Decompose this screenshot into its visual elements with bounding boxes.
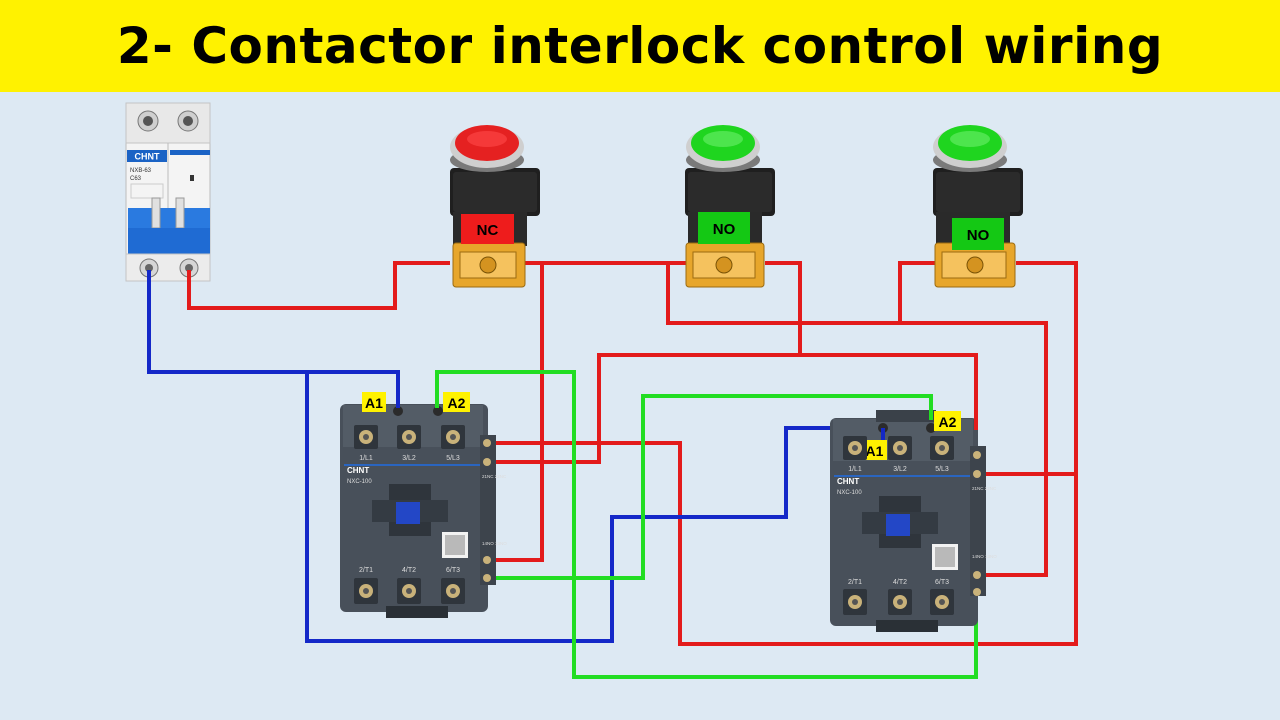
k1-a2-label: A2 bbox=[448, 395, 466, 411]
k1-term-l3: 5/L3 bbox=[446, 455, 460, 462]
k2-model: NXC-100 bbox=[837, 490, 862, 496]
title-banner: 2- Contactor interlock control wiring bbox=[0, 0, 1280, 92]
k2-brand: CHNT bbox=[837, 477, 859, 486]
k1-a1-label: A1 bbox=[365, 395, 383, 411]
nc-label-badge bbox=[461, 214, 514, 244]
wire-k1-aux-nc-out bbox=[487, 441, 1078, 646]
no-label-1: NO bbox=[713, 221, 736, 238]
no-label-badge-2 bbox=[952, 218, 1004, 250]
k2-term-l3: 5/L3 bbox=[935, 466, 949, 473]
k1-term-t2: 4/T2 bbox=[402, 567, 416, 574]
k2-indicator bbox=[886, 514, 910, 536]
k2-aux-no: 14NO 13NO bbox=[972, 554, 997, 559]
wire-breaker-to-k1-a1 bbox=[147, 270, 400, 408]
push-button-no-2[interactable]: NO bbox=[933, 125, 1023, 288]
wire-overlays bbox=[396, 355, 978, 440]
page-title: 2- Contactor interlock control wiring bbox=[116, 17, 1164, 75]
wires bbox=[147, 261, 1078, 679]
breaker-rating: C63 bbox=[130, 176, 142, 182]
k2-term-l1: 1/L1 bbox=[848, 466, 862, 473]
k1-a1-badge bbox=[362, 392, 386, 412]
wire-nc-to-no2 bbox=[666, 261, 935, 325]
k2-term-t2: 4/T2 bbox=[893, 579, 907, 586]
k1-term-t1: 2/T1 bbox=[359, 567, 373, 574]
k2-aux-nc: 21NC 22NC bbox=[972, 486, 997, 491]
k2-term-t1: 2/T1 bbox=[848, 579, 862, 586]
wire-no2-to-k2-aux-nc bbox=[985, 261, 1078, 476]
breaker-brand: CHNT bbox=[135, 152, 160, 162]
k2-a2-label: A2 bbox=[939, 414, 957, 430]
breaker-handle-right[interactable] bbox=[175, 197, 185, 229]
wire-nc-to-k1-aux-no bbox=[487, 261, 544, 562]
red-wires bbox=[187, 261, 1078, 646]
k2-term-l2: 3/L2 bbox=[893, 466, 907, 473]
wire-breaker-to-nc bbox=[187, 261, 450, 310]
wire-k2-aux-no bbox=[900, 321, 1048, 577]
no-label-badge-1 bbox=[698, 212, 750, 244]
breaker-handle-left[interactable] bbox=[151, 197, 161, 229]
blue-wires bbox=[147, 270, 885, 643]
no-label-2: NO bbox=[967, 227, 990, 244]
k1-term-l2: 3/L2 bbox=[402, 455, 416, 462]
k2-a1-badge bbox=[862, 440, 887, 460]
k1-term-l1: 1/L1 bbox=[359, 455, 373, 462]
push-button-no-1[interactable]: NO bbox=[685, 125, 775, 288]
k1-term-t3: 6/T3 bbox=[446, 567, 460, 574]
k1-a2-badge bbox=[443, 392, 470, 412]
k1-brand: CHNT bbox=[347, 466, 369, 475]
k1-model: NXC-100 bbox=[347, 479, 372, 485]
k2-term-t3: 6/T3 bbox=[935, 579, 949, 586]
contactor-1: A1 A2 1/L1 3/L2 5/L3 CHNT NXC-100 21NC 2… bbox=[340, 392, 507, 618]
circuit-breaker: CHNT NXB-63 C63 bbox=[125, 102, 211, 282]
nc-label: NC bbox=[477, 222, 499, 239]
breaker-brand-badge bbox=[127, 150, 167, 162]
wire-no1-to-k1-aux-nc bbox=[487, 261, 802, 464]
k2-a2-badge bbox=[934, 411, 961, 431]
breaker-model: NXB-63 bbox=[130, 168, 152, 174]
k1-aux-nc: 21NC 22NC bbox=[482, 474, 507, 479]
push-button-nc[interactable]: NC bbox=[450, 125, 540, 288]
contactor-2: A1 A2 1/L1 3/L2 5/L3 CHNT NXC-100 21NC 2… bbox=[830, 410, 997, 632]
k1-aux-no: 14NO 13NO bbox=[482, 541, 507, 546]
k1-indicator bbox=[396, 502, 420, 524]
k2-a1-label: A1 bbox=[866, 443, 884, 459]
